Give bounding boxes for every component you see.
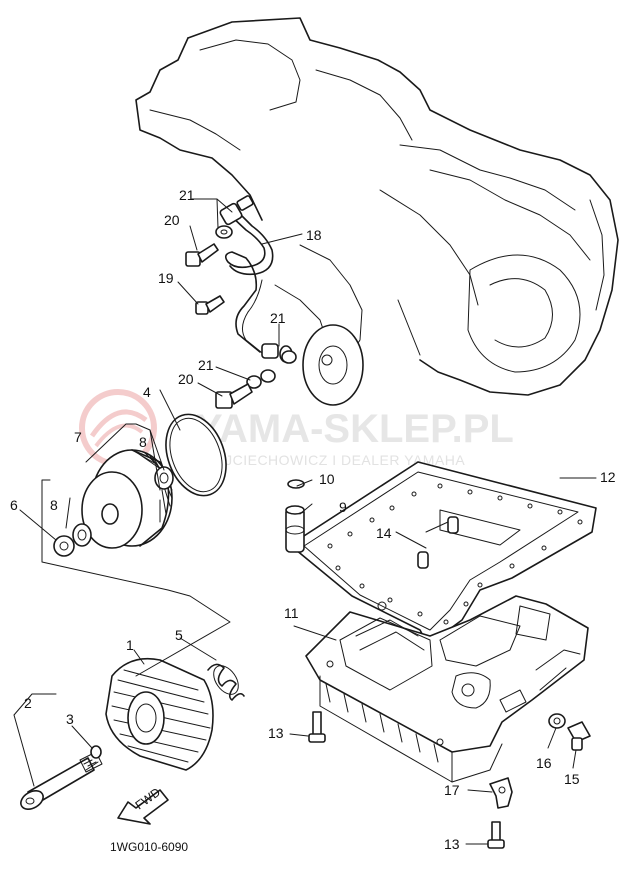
watermark: YAMA-SKLEP.PL WOJCIECHOWICZ I DEALER YAM… — [79, 389, 514, 468]
callout-11: 11 — [284, 605, 299, 621]
washer-21-lower — [246, 369, 276, 389]
callout-14: 14 — [376, 525, 392, 541]
oil-cooler-cover — [302, 324, 364, 406]
callouts: 1 2 3 4 5 6 7 8 8 9 10 11 12 13 13 14 15… — [10, 187, 616, 852]
oil-filter-element — [81, 449, 173, 549]
callout-13-bottom: 13 — [444, 836, 460, 852]
o-ring-10 — [287, 479, 305, 489]
oil-pan — [305, 595, 589, 783]
engine-block — [135, 17, 619, 396]
callout-18: 18 — [306, 227, 322, 243]
callout-20-lower: 20 — [178, 371, 194, 387]
callout-21-lower: 21 — [198, 357, 214, 373]
washer-6 — [53, 535, 75, 557]
dowel-pin-lower — [417, 551, 429, 569]
callout-4: 4 — [143, 384, 151, 400]
union-bolt-upper — [219, 195, 254, 226]
washer-21-right — [281, 350, 297, 364]
callout-9: 9 — [339, 499, 347, 515]
bolt-20-lower — [215, 383, 253, 409]
drain-bolt — [567, 721, 591, 751]
oil-delivery-pipe — [224, 209, 274, 357]
oil-pan-gasket — [289, 461, 597, 646]
callout-8-right: 8 — [139, 434, 147, 450]
callout-21-right: 21 — [270, 310, 286, 326]
washer-21-upper — [215, 225, 233, 239]
relief-spring — [207, 663, 245, 701]
o-ring-3 — [90, 745, 102, 759]
drain-gasket — [548, 713, 566, 729]
bolt-13-left — [308, 711, 326, 743]
bolt-19 — [195, 295, 225, 315]
forward-arrow-icon: FWD — [117, 785, 169, 825]
callout-20-upper: 20 — [164, 212, 180, 228]
bracket-17 — [489, 777, 513, 809]
callout-15: 15 — [564, 771, 580, 787]
callout-5: 5 — [175, 627, 183, 643]
callout-7: 7 — [74, 429, 82, 445]
leader-lines — [13, 198, 597, 845]
callout-13-left: 13 — [268, 725, 284, 741]
callout-17: 17 — [444, 782, 460, 798]
callout-16: 16 — [536, 755, 552, 771]
callout-12: 12 — [600, 469, 616, 485]
bolt-13-bottom — [487, 821, 505, 849]
oil-filter-cover — [105, 657, 214, 771]
callout-8-left: 8 — [50, 497, 58, 513]
callout-2: 2 — [24, 695, 32, 711]
callout-3: 3 — [66, 711, 74, 727]
watermark-subtitle: WOJCIECHOWICZ I DEALER YAMAHA — [200, 452, 465, 468]
watermark-title: YAMA-SKLEP.PL — [196, 407, 514, 451]
dowel-pin-upper — [447, 516, 459, 534]
callout-6: 6 — [10, 497, 18, 513]
bolt-20-upper — [185, 243, 219, 267]
oil-filter-bolt — [20, 751, 103, 810]
callout-10: 10 — [319, 471, 335, 487]
callout-19: 19 — [158, 270, 174, 286]
callout-21-upper: 21 — [179, 187, 195, 203]
washer-8-right — [154, 466, 174, 490]
o-ring — [165, 413, 227, 497]
washer-8-left — [72, 523, 92, 547]
callout-1: 1 — [126, 637, 134, 653]
part-code: 1WG010-6090 — [110, 840, 188, 854]
oil-pipe-9 — [285, 505, 305, 553]
